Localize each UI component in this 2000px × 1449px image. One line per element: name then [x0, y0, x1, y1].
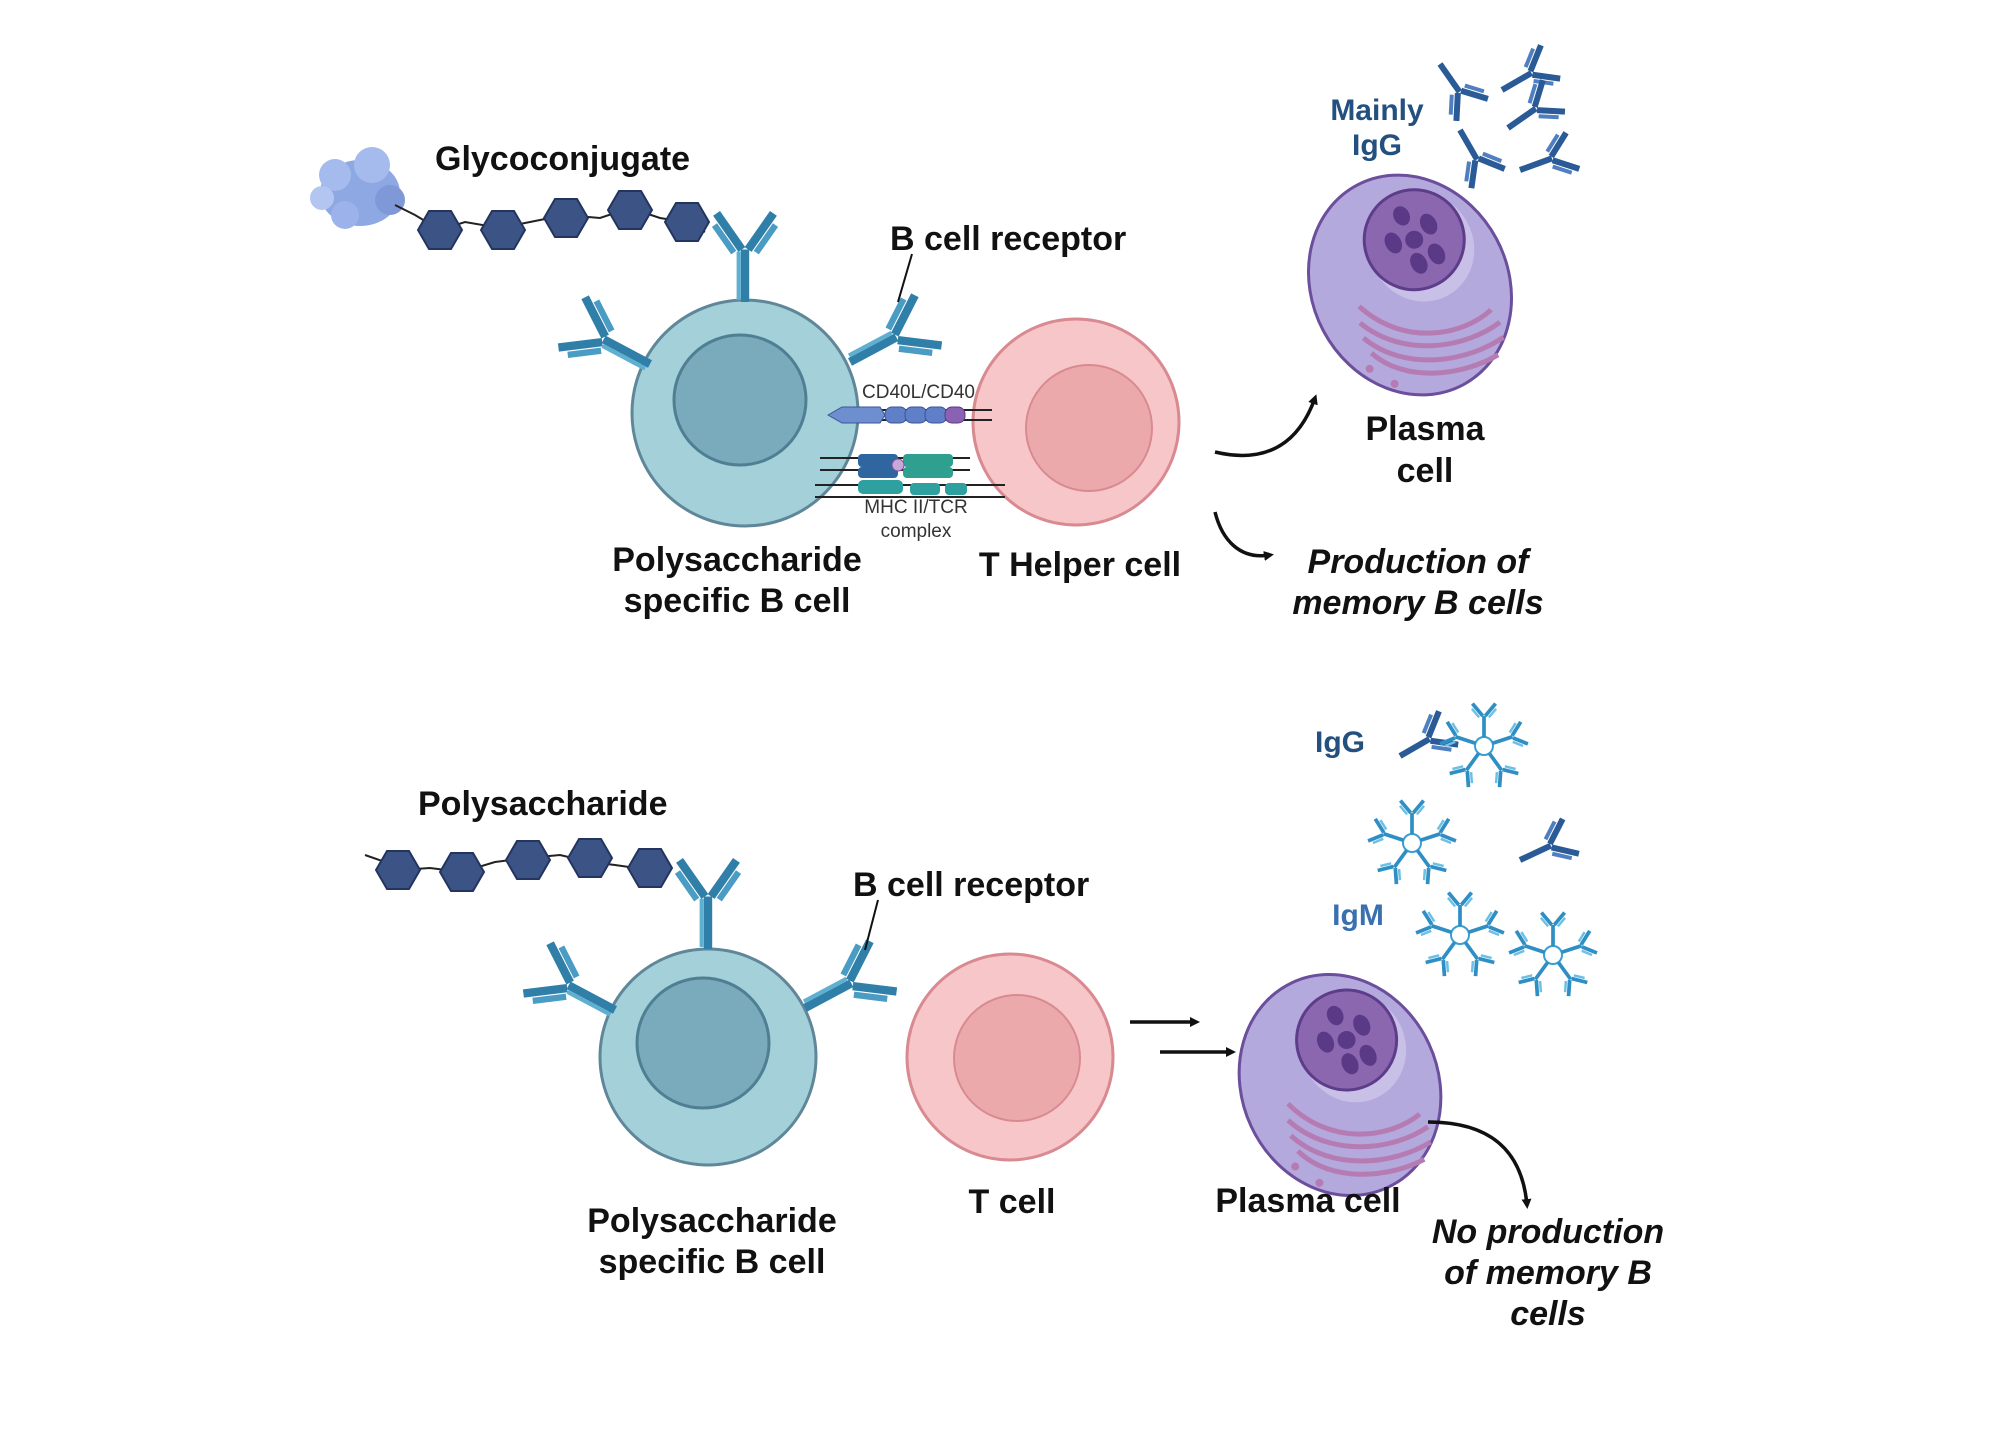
no-memory-label-line2: of memory B	[1444, 1254, 1652, 1292]
sugar-hexagon	[567, 838, 613, 878]
mainly-igg-label-line1: Mainly	[1330, 94, 1424, 127]
plasma-cell-bottom	[1237, 973, 1443, 1197]
mainly-igg-label-line2: IgG	[1352, 129, 1402, 162]
igm-label: IgM	[1332, 899, 1384, 932]
carrier-protein-icon	[310, 147, 405, 229]
glycoconjugate-label: Glycoconjugate	[435, 140, 690, 178]
sugar-hexagon	[505, 840, 551, 880]
arrow-to-memory	[1213, 511, 1274, 561]
polysaccharide-chain	[364, 838, 673, 892]
polysaccharide-label: Polysaccharide	[418, 785, 667, 823]
sugar-hexagon	[543, 198, 589, 238]
igg-antibody-icon	[1419, 38, 1584, 195]
sugar-hexagon	[439, 852, 485, 892]
no-memory-label-line3: cells	[1510, 1295, 1586, 1333]
sugar-hexagon	[417, 210, 463, 250]
t-cell-label: T cell	[969, 1183, 1056, 1221]
b-cell-label-bottom-line1: Polysaccharide	[587, 1202, 836, 1240]
plasma-cell-label-bottom: Plasma cell	[1215, 1182, 1400, 1220]
igg-label: IgG	[1315, 726, 1365, 759]
sugar-hexagon	[607, 190, 653, 230]
mhc-tcr-complex-icon	[815, 454, 1005, 498]
b-cell-receptor-label: B cell receptor	[890, 220, 1126, 258]
b-cell-label-line2: specific B cell	[624, 582, 851, 620]
glycoconjugate-chain	[394, 190, 710, 250]
b-cell-top	[630, 298, 860, 528]
t-helper-cell-label: T Helper cell	[979, 546, 1181, 584]
mhc-label-line2: complex	[881, 521, 952, 542]
mhc-label-line1: MHC II/TCR	[864, 497, 967, 518]
t-helper-cell	[971, 317, 1181, 527]
panel-bottom: Polysaccharide B cell receptor Polysacch…	[364, 702, 1664, 1333]
t-cell	[905, 952, 1115, 1162]
plasma-cell-label-line1: Plasma	[1365, 410, 1485, 448]
cd40-label: CD40L/CD40	[862, 382, 975, 403]
b-cell-receptor-label-bottom: B cell receptor	[853, 866, 1089, 904]
sugar-hexagon	[375, 850, 421, 890]
plasma-cell-label-line2: cell	[1397, 452, 1454, 490]
sugar-hexagon	[627, 848, 673, 888]
plasma-cell-top	[1307, 173, 1513, 397]
b-cell-label-line1: Polysaccharide	[612, 541, 861, 579]
b-cell-bottom	[598, 947, 818, 1167]
arrow-to-plasma	[1214, 394, 1318, 458]
no-memory-label-line1: No production	[1432, 1213, 1664, 1251]
arrow-no-memory	[1427, 1120, 1532, 1209]
sugar-hexagon	[480, 210, 526, 250]
memory-label-line2: memory B cells	[1292, 584, 1543, 622]
cd40-complex-icon	[826, 406, 992, 424]
sugar-hexagon	[664, 202, 710, 242]
panel-top: Glycoconjugate B cell receptor	[310, 38, 1584, 622]
memory-label-line1: Production of	[1308, 543, 1533, 581]
b-cell-label-bottom-line2: specific B cell	[599, 1243, 826, 1281]
